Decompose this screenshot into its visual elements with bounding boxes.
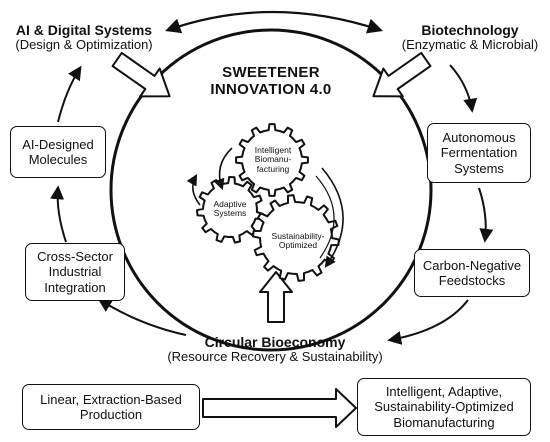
intelligent-line3: Biomanufacturing bbox=[393, 414, 495, 430]
box-ai-designed-molecules: AI-Designed Molecules bbox=[10, 126, 106, 178]
cross-sector-line3: Integration bbox=[44, 279, 106, 295]
gear-rotation-arrow-left bbox=[213, 147, 233, 191]
autonomous-line1: Autonomous bbox=[442, 130, 516, 145]
gear-top-outline bbox=[235, 123, 309, 197]
autonomous-line3: Systems bbox=[454, 160, 504, 176]
gear-right-label-line2: Optimized bbox=[278, 240, 318, 251]
arrow-carbon-to-circular bbox=[387, 299, 469, 345]
block-arrow-biotech bbox=[372, 51, 432, 98]
gear-adaptive-systems bbox=[196, 176, 264, 244]
corner-circular-bioeconomy: Circular Bioeconomy (Resource Recovery &… bbox=[140, 334, 410, 365]
arrow-crosssector-to-aidesigned bbox=[50, 185, 67, 243]
center-title-line1: SWEETENER bbox=[222, 64, 320, 81]
center-title-line2: INNOVATION 4.0 bbox=[210, 81, 332, 99]
gear-rotation-arrow-right-inner bbox=[315, 175, 335, 259]
cross-sector-line1: Cross-Sector bbox=[37, 249, 113, 264]
gear-right-label-line1: Sustainability- bbox=[271, 231, 325, 241]
block-arrow-ai bbox=[111, 51, 171, 98]
ai-designed-line1: AI-Designed bbox=[22, 136, 94, 152]
gear-top-label-line1: Intelligent bbox=[254, 145, 292, 155]
box-linear-production: Linear, Extraction-Based Production bbox=[22, 384, 200, 430]
intelligent-line2: Sustainability-Optimized bbox=[374, 399, 514, 415]
cross-sector-line2: Industrial bbox=[48, 264, 102, 280]
gear-left-label: Adaptive Systems bbox=[205, 199, 255, 219]
gear-top-label: Intelligent Biomanu- facturing bbox=[246, 145, 300, 174]
circular-title: Circular Bioeconomy bbox=[204, 334, 346, 350]
box-cross-sector: Cross-Sector Industrial Integration bbox=[25, 243, 125, 301]
gear-left-outline bbox=[196, 176, 264, 244]
top-link-arrow bbox=[165, 10, 383, 34]
autonomous-line2: Fermentation bbox=[440, 145, 518, 161]
box-intelligent-biomanufacturing: Intelligent, Adaptive, Sustainability-Op… bbox=[357, 378, 531, 436]
transition-arrow bbox=[202, 388, 357, 428]
arrow-circular-to-crosssector bbox=[97, 298, 187, 336]
gear-right-outline bbox=[252, 194, 340, 282]
gear-top-label-line3: facturing bbox=[256, 163, 290, 174]
ai-designed-line2: Molecules bbox=[28, 152, 88, 167]
intelligent-line1: Intelligent, Adaptive, bbox=[385, 384, 503, 399]
ai-digital-title: AI & Digital Systems bbox=[15, 22, 153, 38]
gear-left-label-line1: Adaptive bbox=[213, 199, 247, 209]
biotech-title: Biotechnology bbox=[421, 22, 519, 38]
box-autonomous-fermentation: Autonomous Fermentation Systems bbox=[427, 123, 531, 183]
carbon-line2: Feedstocks bbox=[438, 273, 506, 288]
block-arrow-circular bbox=[259, 271, 293, 323]
linear-line2: Production bbox=[79, 407, 143, 422]
arrow-aidesigned-to-ai bbox=[57, 65, 82, 123]
center-title: SWEETENER INNOVATION 4.0 bbox=[196, 64, 346, 99]
arrow-biotech-to-autonomous bbox=[449, 64, 478, 113]
gear-left-label-line2: Systems bbox=[213, 208, 247, 219]
arrow-autonomous-to-carbon bbox=[478, 187, 494, 243]
corner-ai-digital: AI & Digital Systems (Design & Optimizat… bbox=[4, 22, 164, 53]
gear-rotation-arrow-top bbox=[186, 174, 201, 206]
circular-subtitle: (Resource Recovery & Sustainability) bbox=[167, 349, 383, 365]
gear-intelligent-biomanufacturing bbox=[235, 123, 309, 197]
gear-sustainability-optimized bbox=[252, 194, 340, 282]
corner-biotechnology: Biotechnology (Enzymatic & Microbial) bbox=[390, 22, 550, 53]
linear-line1: Linear, Extraction-Based bbox=[40, 391, 182, 407]
gear-rotation-arrow-right bbox=[321, 167, 344, 268]
gear-right-label: Sustainability- Optimized bbox=[263, 231, 333, 251]
ai-digital-subtitle: (Design & Optimization) bbox=[15, 37, 153, 53]
gear-top-label-line2: Biomanu- bbox=[254, 154, 292, 165]
biotech-subtitle: (Enzymatic & Microbial) bbox=[401, 37, 539, 53]
box-carbon-negative: Carbon-Negative Feedstocks bbox=[414, 249, 530, 297]
carbon-line1: Carbon-Negative bbox=[422, 257, 522, 273]
